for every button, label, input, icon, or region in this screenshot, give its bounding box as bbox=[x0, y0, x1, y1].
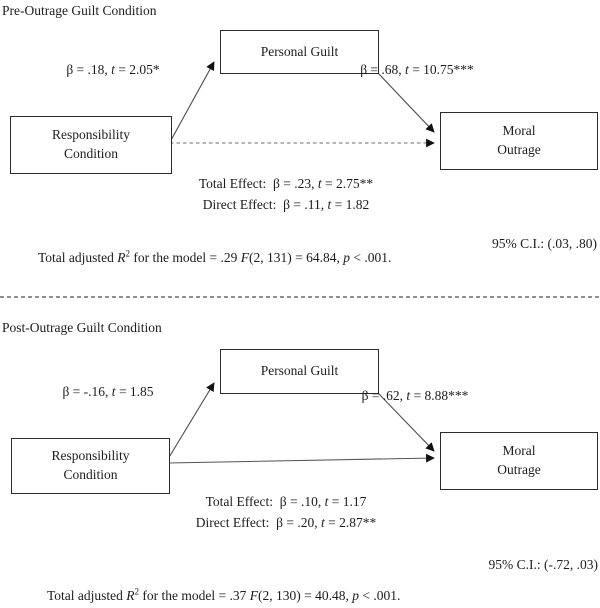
post-path-b-coefficient: β = .62, t = 8.88*** bbox=[361, 388, 469, 403]
post-predictor-box: Responsibility Condition bbox=[11, 438, 170, 494]
post-confidence-interval: 95% C.I.: (-.72, .03) bbox=[488, 557, 598, 572]
post-predictor-label-line1: Responsibility bbox=[51, 448, 130, 464]
pre-direct-effect: Direct Effect: β = .11, t = 1.82 bbox=[202, 197, 370, 212]
pre-model-fit: Total adjusted R2 for the model = .29 F(… bbox=[38, 248, 392, 265]
pre-outcome-label-line2: Outrage bbox=[497, 142, 541, 157]
pre-mediator-label: Personal Guilt bbox=[260, 43, 339, 59]
post-outcome-box: Moral Outrage bbox=[440, 432, 598, 490]
post-direct-path-arrow bbox=[167, 453, 435, 464]
post-outcome-label-line1: Moral bbox=[502, 443, 536, 459]
post-mediator-box: Personal Guilt bbox=[220, 349, 379, 394]
post-model-fit: Total adjusted R2 for the model = .37 F(… bbox=[47, 586, 401, 603]
pre-outcome-label-line1: Moral bbox=[502, 123, 536, 139]
pre-panel-title: Pre-Outrage Guilt Condition bbox=[2, 3, 157, 18]
pre-outcome-box: Moral Outrage bbox=[440, 112, 598, 170]
post-direct-effect: Direct Effect: β = .20, t = 2.87** bbox=[195, 515, 377, 530]
pre-total-effect: Total Effect: β = .23, t = 2.75** bbox=[198, 176, 374, 191]
post-outcome-label-line2: Outrage bbox=[497, 462, 541, 477]
pre-confidence-interval: 95% C.I.: (.03, .80) bbox=[492, 236, 597, 251]
pre-path-b-coefficient: β = .68, t = 10.75*** bbox=[360, 62, 474, 77]
post-panel-title: Post-Outrage Guilt Condition bbox=[2, 320, 162, 335]
post-total-effect: Total Effect: β = .10, t = 1.17 bbox=[205, 494, 367, 509]
pre-path-b-arrow bbox=[376, 71, 435, 133]
post-mediator-label: Personal Guilt bbox=[260, 363, 339, 379]
pre-predictor-box: Responsibility Condition bbox=[10, 116, 172, 174]
pre-predictor-label-line2: Condition bbox=[63, 146, 118, 161]
pre-mediator-box: Personal Guilt bbox=[220, 30, 379, 74]
pre-predictor-label-line1: Responsibility bbox=[51, 127, 130, 143]
post-predictor-label-line2: Condition bbox=[63, 467, 118, 482]
post-path-a-coefficient: β = -.16, t = 1.85 bbox=[62, 384, 154, 399]
pre-path-a-coefficient: β = .18, t = 2.05* bbox=[66, 62, 160, 77]
